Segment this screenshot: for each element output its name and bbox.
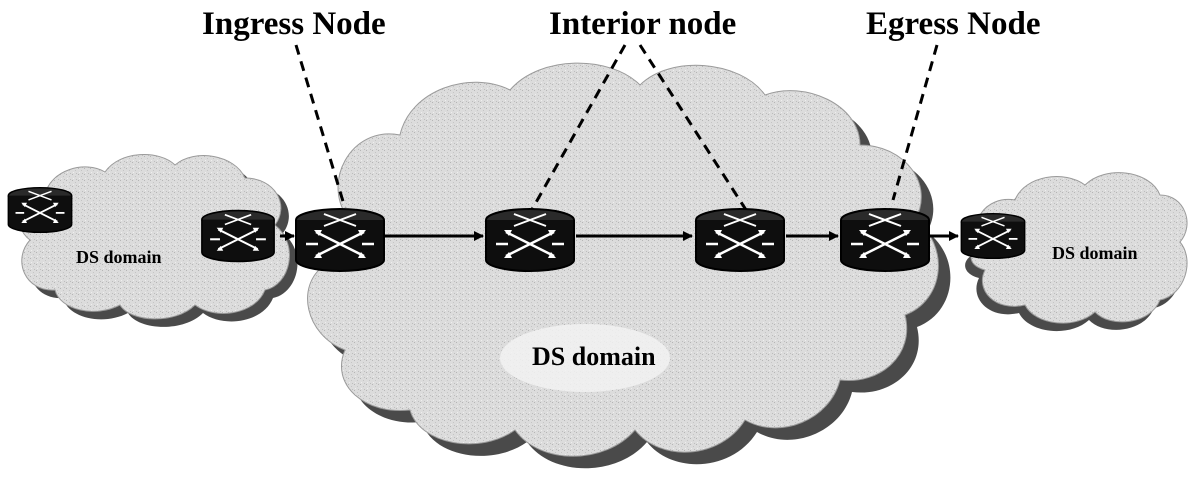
interior-node-label: Interior node: [549, 6, 737, 42]
ingress-callout-line: [294, 44, 347, 209]
left-domain-label: DS domain: [76, 247, 162, 267]
router-icon: [694, 207, 786, 273]
router-icon: [200, 209, 276, 263]
center-domain-label: DS domain: [532, 342, 656, 371]
router-icon: [7, 186, 73, 234]
egress-node-label: Egress Node: [866, 6, 1041, 42]
router-icon: [960, 212, 1026, 260]
ingress-node-label: Ingress Node: [202, 6, 386, 42]
egress-callout-line: [891, 44, 939, 201]
center-domain-cloud: [307, 62, 951, 469]
router-icon: [294, 207, 386, 273]
router-icon: [484, 207, 576, 273]
router-icon: [839, 207, 931, 273]
right-domain-label: DS domain: [1052, 243, 1138, 263]
callout-lines: [294, 44, 939, 214]
interior-callout-line-1: [528, 44, 627, 214]
left-domain-cloud: [18, 154, 298, 327]
